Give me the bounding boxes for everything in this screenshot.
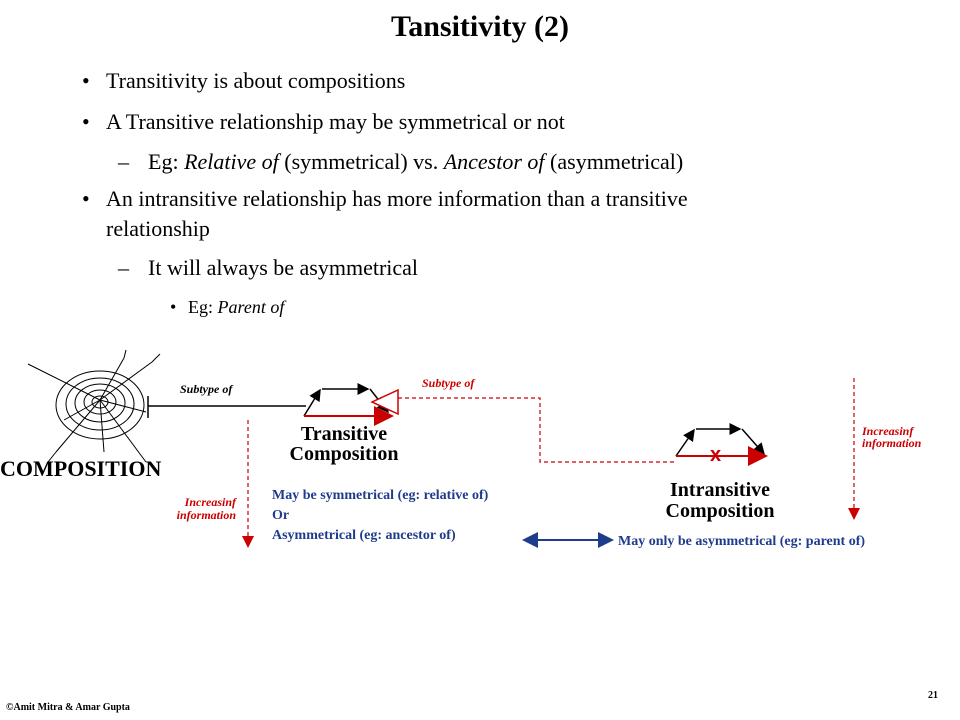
- increasing-info-right-label: Increasinf information: [862, 424, 922, 450]
- increasing-info-left-arrowhead: [242, 536, 254, 548]
- bullet-text: Eg: Relative of (symmetrical) vs. Ancest…: [148, 149, 684, 174]
- bullet-glyph: –: [118, 149, 129, 174]
- slide-title: Tansitivity (2): [390, 10, 570, 43]
- bullet-glyph: •: [170, 297, 177, 317]
- intransitive-composition-label: Intransitive Composition: [665, 479, 775, 522]
- subtype-of-label-1: Subtype of: [180, 382, 233, 396]
- bullet-text: An intransitive relationship has more in…: [106, 186, 688, 211]
- intransitive-composition-shape: [675, 423, 768, 466]
- composition-label: COMPOSITION: [0, 456, 162, 481]
- page-number: 21: [928, 690, 938, 701]
- bullet-text: It will always be asymmetrical: [148, 255, 419, 280]
- bullet-glyph: •: [82, 186, 90, 211]
- subtype-dashed-path: [398, 397, 676, 463]
- transitive-composition-label: Transitive Composition: [289, 423, 399, 465]
- bullet-text: A Transitive relationship may be symmetr…: [106, 109, 565, 134]
- intransitive-description: May only be asymmetrical (eg: parent of): [618, 534, 866, 549]
- bullet-text: relationship: [106, 216, 210, 241]
- x-mark: x: [710, 444, 722, 466]
- spider-web-icon: [27, 349, 161, 463]
- bullet-glyph: •: [82, 109, 90, 134]
- bullet-glyph: •: [82, 68, 90, 93]
- increasing-info-left-label: Increasinf information: [176, 495, 236, 522]
- subtype-arrowhead-icon: [370, 388, 399, 416]
- footer-copyright: ©Amit Mitra & Amar Gupta: [6, 702, 130, 713]
- bullet-text: Transitivity is about compositions: [106, 68, 406, 93]
- subtype-of-label-2: Subtype of: [422, 376, 475, 390]
- bullet-glyph: –: [118, 255, 129, 280]
- bullet-text: Eg: Parent of: [188, 297, 285, 317]
- transitive-description: May be symmetrical (eg: relative of) Or …: [272, 488, 489, 543]
- increasing-info-right-arrowhead: [848, 508, 860, 520]
